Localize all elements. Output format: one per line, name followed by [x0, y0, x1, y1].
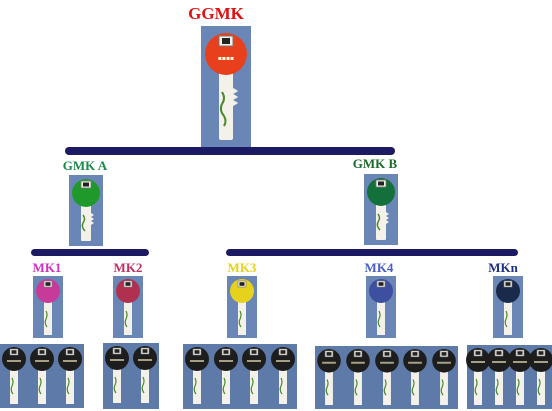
mkn-label: MKn — [488, 260, 518, 275]
change-key-icon — [346, 348, 370, 406]
change-key-icon — [317, 348, 342, 406]
mkn-key-icon — [496, 279, 520, 335]
mk1-key-head — [36, 279, 60, 303]
ggmk-key-icon: ▪▪▪▪ — [205, 33, 247, 140]
change-key-icon — [105, 346, 129, 403]
gmk-b-key-head — [367, 178, 395, 206]
mk4-key-head — [369, 279, 393, 303]
change-key-icon — [2, 347, 26, 404]
gmk-b-label: GMK B — [352, 156, 398, 171]
mk1-label: MK1 — [32, 260, 62, 275]
gmk-a-key-icon — [72, 179, 100, 241]
change-key-icon — [213, 347, 238, 404]
ggmk-label: GGMK — [188, 4, 244, 23]
level1-connector-bar — [65, 147, 395, 155]
change-key-icon — [133, 346, 157, 403]
mk4-label: MK4 — [364, 260, 394, 275]
svg-text:▪▪▪▪: ▪▪▪▪ — [218, 55, 234, 62]
mk3-key-icon — [230, 279, 254, 335]
gmk-a-key-head — [72, 179, 100, 207]
change-key-icon — [465, 348, 490, 405]
ggmk-key-head — [205, 33, 247, 75]
mk3-label: MK3 — [227, 260, 257, 275]
gmk-b-key-icon — [367, 178, 395, 240]
mk1-key-icon — [36, 279, 60, 335]
mk4-key-icon — [369, 279, 393, 335]
level2-left-connector-bar — [31, 249, 149, 256]
change-key-icon — [374, 348, 399, 406]
mk4-change-keys-group — [315, 346, 458, 409]
mkn-change-keys-group — [465, 345, 552, 409]
change-key-icon — [242, 347, 267, 404]
change-key-icon — [270, 347, 295, 404]
mkn-key-head — [496, 279, 520, 303]
gmk-a-label: GMK A — [62, 158, 108, 173]
change-key-icon — [58, 347, 82, 404]
change-key-icon — [486, 348, 511, 405]
change-key-icon — [30, 347, 54, 404]
mk2-change-keys-group — [103, 343, 159, 409]
change-key-icon — [529, 348, 552, 405]
mk2-key-icon — [116, 279, 140, 335]
mk3-key-head — [230, 279, 254, 303]
mk3-change-keys-group — [183, 344, 297, 409]
change-key-icon — [508, 348, 533, 405]
level2-right-connector-bar — [226, 249, 518, 256]
mk2-key-head — [116, 279, 140, 303]
change-key-icon — [185, 347, 210, 404]
change-key-icon — [431, 348, 456, 406]
mk2-label: MK2 — [113, 260, 143, 275]
mk1-change-keys-group — [0, 344, 84, 408]
change-key-icon — [403, 348, 427, 406]
